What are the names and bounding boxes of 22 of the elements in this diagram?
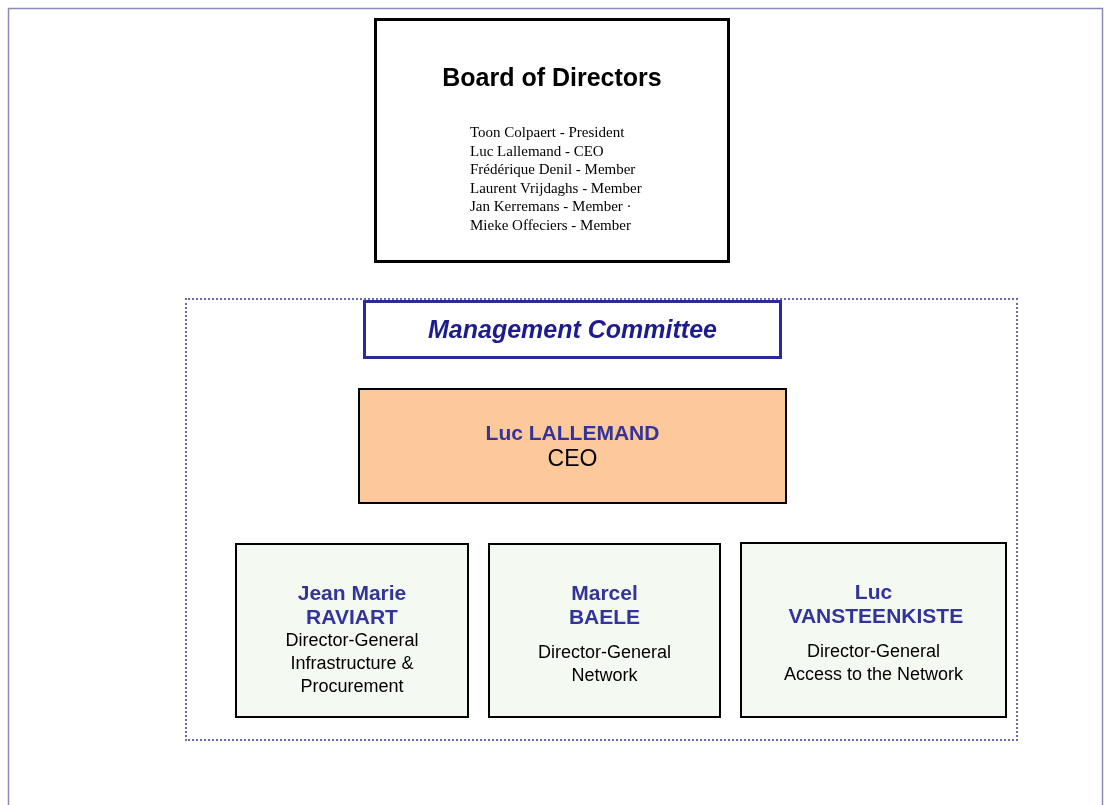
role-text: Director-General Access to the Network — [782, 640, 965, 686]
ceo-box — [358, 388, 787, 504]
member-line: Frédérique Denil - Member — [470, 161, 636, 178]
committee-title-box — [363, 300, 782, 359]
director-box — [488, 543, 721, 718]
member-line: Laurent Vrijdaghs - Member — [470, 179, 642, 197]
person-name: Luc LALLEMAND — [484, 421, 661, 445]
role-text: CEO — [546, 445, 599, 471]
board-heading: Board of Directors — [441, 63, 663, 92]
member-line: Luc Lallemand - CEO — [470, 142, 604, 160]
committee-group-frame — [185, 298, 1018, 741]
person-name: Marcel BAELE — [567, 581, 642, 629]
member-line: Mieke Offeciers - Member — [470, 216, 631, 234]
director-box — [235, 543, 469, 718]
committee-title: Management Committee — [428, 315, 717, 344]
role-text: Director-General Network — [536, 641, 672, 687]
director-box — [740, 542, 1007, 718]
member-line: Toon Colpaert - President — [470, 124, 625, 141]
member-line: Jan Kerremans - Member · — [470, 198, 632, 215]
person-name: Jean Marie RAVIART — [296, 581, 408, 629]
board-box — [374, 18, 730, 263]
role-text: Director-General Infrastructure & Procurement — [284, 629, 420, 698]
